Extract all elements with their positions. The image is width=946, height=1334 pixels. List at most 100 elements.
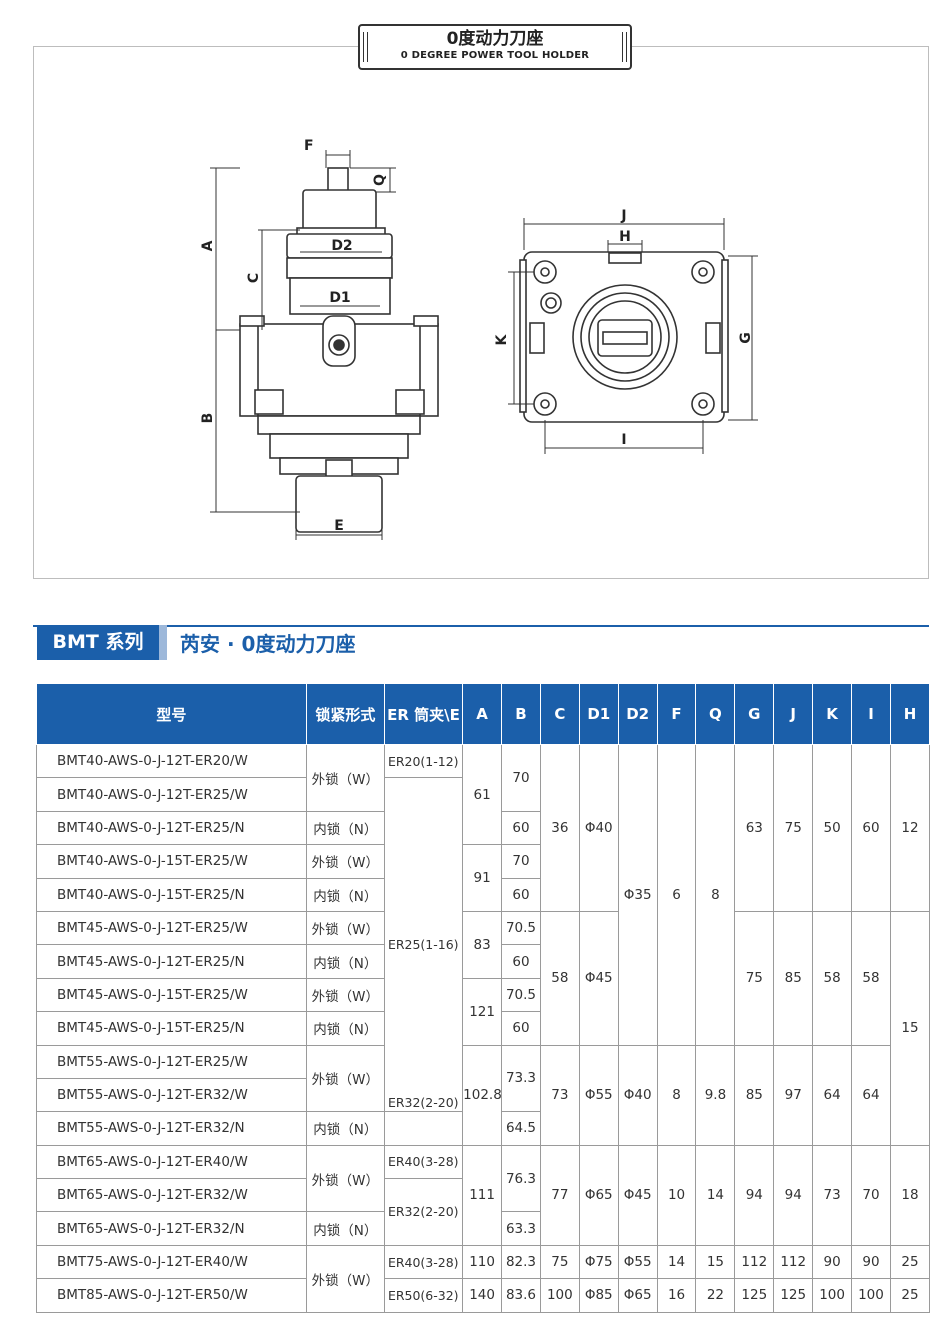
lock-cell: 内锁（N） xyxy=(305,810,385,846)
header-b: B xyxy=(501,683,541,745)
f-cell: 6 xyxy=(656,744,697,1046)
lock-cell: 外锁（W） xyxy=(305,1144,385,1213)
model-cell: BMT45-AWS-0-J-12T-ER25/N xyxy=(36,944,307,979)
series-divider xyxy=(33,625,929,627)
dim-label-h: H xyxy=(619,229,631,245)
model-cell: BMT40-AWS-0-J-12T-ER25/W xyxy=(36,777,307,812)
b-cell: 60 xyxy=(501,877,541,912)
k-cell: 64 xyxy=(812,1044,853,1146)
q-cell: 22 xyxy=(695,1278,736,1313)
k-cell: 58 xyxy=(812,910,853,1046)
header-k: K xyxy=(812,683,853,745)
technical-drawing: F Q A D2 C D1 B E xyxy=(200,138,758,540)
a-cell: 110 xyxy=(462,1244,503,1280)
h-cell: 15 xyxy=(889,910,931,1146)
j-cell: 75 xyxy=(773,744,814,912)
d2-cell: Φ40 xyxy=(617,1044,658,1146)
model-cell: BMT65-AWS-0-J-12T-ER40/W xyxy=(36,1144,307,1180)
lock-cell: 外锁（W） xyxy=(305,1044,385,1113)
er-cell: ER40(3-28) xyxy=(383,1144,464,1180)
model-cell: BMT40-AWS-0-J-15T-ER25/N xyxy=(36,877,307,912)
table-row: BMT65-AWS-0-J-12T-ER40/W 外锁（W） ER40(3-28… xyxy=(36,1144,931,1246)
c-cell: 100 xyxy=(539,1278,580,1313)
dim-label-a: A xyxy=(200,240,216,251)
a-cell: 102.8 xyxy=(462,1044,503,1146)
table-row: BMT45-AWS-0-J-15T-ER25/N 内锁（N） 60 xyxy=(36,1011,930,1046)
b-cell: 82.3 xyxy=(501,1244,541,1280)
a-cell: 111 xyxy=(462,1144,503,1246)
a-cell: 121 xyxy=(462,977,503,1046)
model-cell: BMT55-AWS-0-J-12T-ER32/W xyxy=(36,1077,307,1113)
j-cell: 125 xyxy=(773,1278,814,1313)
k-cell: 100 xyxy=(812,1278,853,1313)
b-cell: 70.5 xyxy=(501,910,541,946)
header-q: Q xyxy=(695,683,736,745)
table-row: BMT40-AWS-0-J-12T-ER25/N 内锁（N） 60 xyxy=(36,810,930,846)
dim-label-j: J xyxy=(620,208,626,224)
d1-cell: Φ85 xyxy=(578,1278,619,1313)
g-cell: 75 xyxy=(734,910,775,1046)
model-cell: BMT40-AWS-0-J-12T-ER20/W xyxy=(36,743,307,779)
k-cell: 90 xyxy=(812,1244,853,1280)
j-cell: 94 xyxy=(773,1144,814,1246)
table-row: BMT40-AWS-0-J-15T-ER25/W 外锁（W） 91 70 xyxy=(36,844,930,912)
model-cell: BMT40-AWS-0-J-15T-ER25/W xyxy=(36,844,307,879)
lock-cell: 外锁（W） xyxy=(305,910,385,946)
b-cell: 70.5 xyxy=(501,977,541,1013)
diagram-title-en: 0 DEGREE POWER TOOL HOLDER xyxy=(400,50,590,61)
header-a: A xyxy=(462,683,503,745)
i-cell: 58 xyxy=(851,910,891,1046)
er-cell: ER50(6-32) xyxy=(383,1278,464,1313)
er-cell: ER32(2-20) xyxy=(383,1094,464,1129)
model-cell: BMT40-AWS-0-J-12T-ER25/N xyxy=(36,810,307,846)
table-row: BMT45-AWS-0-J-12T-ER25/N 内锁（N） 60 xyxy=(36,944,930,979)
g-cell: 94 xyxy=(734,1144,775,1246)
i-cell: 64 xyxy=(851,1044,891,1146)
f-cell: 10 xyxy=(656,1144,697,1246)
a-cell: 61 xyxy=(462,743,503,846)
dim-label-g: G xyxy=(738,332,754,344)
table-row: BMT85-AWS-0-J-12T-ER50/W ER50(6-32) 140 … xyxy=(36,1278,931,1313)
h-cell: 12 xyxy=(889,744,931,912)
dim-label-e: E xyxy=(334,518,344,534)
j-cell: 112 xyxy=(773,1244,814,1280)
h-cell: 18 xyxy=(889,1144,931,1246)
model-cell: BMT85-AWS-0-J-12T-ER50/W xyxy=(36,1278,307,1313)
a-cell: 91 xyxy=(462,844,503,912)
header-d2: D2 xyxy=(617,683,658,745)
table-row: BMT45-AWS-0-J-12T-ER25/W 外锁（W） 83 70.5 5… xyxy=(36,910,931,1146)
g-cell: 125 xyxy=(734,1278,775,1313)
dim-label-c: C xyxy=(246,273,262,283)
header-g: G xyxy=(734,683,775,745)
diagram-title-tab: 0度动力刀座 0 DEGREE POWER TOOL HOLDER xyxy=(358,24,632,70)
q-cell: 9.8 xyxy=(695,1044,736,1146)
lock-cell: 内锁（N） xyxy=(305,1211,385,1246)
table-row: BMT45-AWS-0-J-15T-ER25/W 外锁（W） 121 70.5 xyxy=(36,977,930,1046)
i-cell: 60 xyxy=(851,744,891,912)
table-row: BMT55-AWS-0-J-12T-ER25/W 外锁（W） 102.8 73.… xyxy=(36,1044,930,1146)
header-lock: 锁紧形式 xyxy=(305,683,385,745)
drawing-panel xyxy=(33,46,929,579)
d2-cell: Φ65 xyxy=(617,1278,658,1313)
model-cell: BMT45-AWS-0-J-12T-ER25/W xyxy=(36,910,307,946)
lock-cell: 外锁（W） xyxy=(305,844,385,879)
dim-label-f: F xyxy=(304,138,314,154)
spec-table: 型号 锁紧形式 ER 筒夹\E A B C D1 D2 F Q G J K I … xyxy=(36,683,931,1313)
model-cell: BMT55-AWS-0-J-12T-ER25/W xyxy=(36,1044,307,1079)
model-cell: BMT45-AWS-0-J-15T-ER25/W xyxy=(36,977,307,1013)
a-cell: 140 xyxy=(462,1278,503,1313)
c-cell: 73 xyxy=(539,1044,580,1146)
er-cell: ER32(2-20) xyxy=(383,1178,464,1246)
b-cell: 83.6 xyxy=(501,1278,541,1313)
b-cell: 60 xyxy=(501,1011,541,1046)
lock-cell: 内锁（N） xyxy=(305,877,385,912)
header-c: C xyxy=(539,683,580,745)
model-cell: BMT65-AWS-0-J-12T-ER32/W xyxy=(36,1178,307,1213)
dim-label-q: Q xyxy=(372,174,388,186)
table-row: BMT75-AWS-0-J-12T-ER40/W 外锁（W） ER40(3-28… xyxy=(36,1244,931,1313)
table-row: BMT55-AWS-0-J-12T-ER32/W xyxy=(36,1077,930,1113)
lock-cell: 内锁（N） xyxy=(305,944,385,979)
h-cell: 25 xyxy=(889,1244,931,1280)
k-cell: 73 xyxy=(812,1144,853,1246)
header-er: ER 筒夹\E xyxy=(383,683,464,745)
